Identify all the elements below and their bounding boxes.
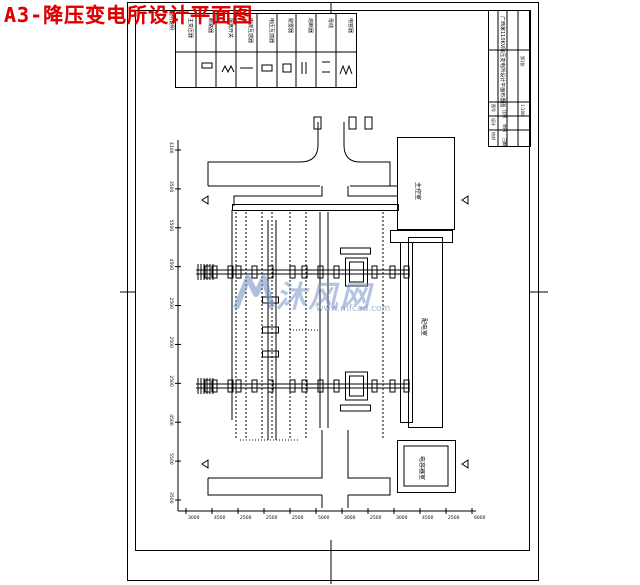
title-block-row-label: 校对 <box>491 132 497 140</box>
legend-item-label: 电容器 <box>347 18 354 33</box>
switchgear-unit <box>227 265 234 279</box>
dim-left-label: 2500 <box>168 298 174 310</box>
legend-table <box>175 13 357 88</box>
site-plan <box>177 116 476 512</box>
switchgear-unit <box>289 379 296 393</box>
dim-left-label: 3500 <box>168 492 174 504</box>
dim-bottom-label: 6000 <box>474 515 486 521</box>
switchgear-unit <box>301 265 308 279</box>
equipment-bays <box>196 212 410 441</box>
legend-item-label: 电压互感器 <box>268 18 275 43</box>
legend-labels: 图例说明 主变压器 断路器 隔离开关 电流互感器 电压互感器 避雷器 熔断器 母线 电容器 <box>168 10 354 43</box>
dim-bottom-label: 2500 <box>448 515 460 521</box>
dim-bottom-label: 2500 <box>370 515 382 521</box>
title-block-project: 广西某110KV降压变电所设计平面布置图 <box>499 16 506 107</box>
switchgear-unit <box>211 379 218 393</box>
title-block-row-label: 审核 <box>502 124 508 132</box>
title-block-row-label: 图号 <box>491 104 497 112</box>
dim-left-label: 4500 <box>168 414 174 426</box>
legend-item-label: 母线 <box>327 18 334 28</box>
bus-support <box>262 326 279 334</box>
sheet-border-inner <box>135 10 530 551</box>
switchgear-unit <box>389 265 396 279</box>
dim-bottom-label: 2500 <box>292 515 304 521</box>
dim-bottom-label: 4500 <box>422 515 434 521</box>
dim-left-label: 2500 <box>168 375 174 387</box>
legend-item-label: 熔断器 <box>307 18 314 33</box>
transformer-core <box>349 261 364 283</box>
dim-bottom-label: 5000 <box>318 515 330 521</box>
legend-item-label: 避雷器 <box>287 18 294 33</box>
dim-left-label: 5500 <box>168 453 174 465</box>
transformer-core <box>349 375 364 397</box>
legend-header: 图例说明 <box>168 10 175 30</box>
dim-bottom-label: 3000 <box>188 515 200 521</box>
switchgear-unit <box>371 379 378 393</box>
switchgear-unit <box>251 265 258 279</box>
dim-bottom-label: 3000 <box>396 515 408 521</box>
dim-left-label: 3500 <box>168 181 174 193</box>
dim-bottom-label: 3000 <box>344 515 356 521</box>
cable-trench <box>340 247 371 255</box>
legend-item-label: 电流互感器 <box>247 18 254 43</box>
title-block <box>488 10 531 147</box>
room-label-capacitor: 电容器室 <box>418 456 426 480</box>
capacitor-room <box>397 440 456 493</box>
switchgear-unit <box>227 379 234 393</box>
room-label-main-control: 主控室 <box>414 182 422 200</box>
dim-bottom-label: 4500 <box>214 515 226 521</box>
switchgear-unit <box>251 379 258 393</box>
transformer <box>345 371 368 401</box>
legend-item-label: 主变压器 <box>187 18 194 38</box>
main-control-room <box>397 137 455 230</box>
legend-item-label: 断路器 <box>207 18 214 33</box>
switchgear-unit <box>289 265 296 279</box>
distribution-room <box>408 237 443 428</box>
cable-trench <box>340 404 371 412</box>
legend-item-label: 隔离开关 <box>227 18 234 38</box>
switchgear-unit <box>333 379 340 393</box>
bus-support <box>262 350 279 358</box>
switchgear-unit <box>403 379 410 393</box>
switchgear-unit <box>301 379 308 393</box>
drawing-title: A3-降压变电所设计平面图 <box>4 3 254 27</box>
dim-left-label: 5500 <box>168 220 174 232</box>
switchgear-unit <box>389 379 396 393</box>
switchgear-unit <box>211 265 218 279</box>
dim-left-label: 4500 <box>168 259 174 271</box>
switchgear-unit <box>333 265 340 279</box>
transformer <box>345 257 368 287</box>
room-label-distribution: 配电室 <box>420 318 428 336</box>
dim-left-label: 4100 <box>168 142 174 154</box>
title-block-row-label: 比例 <box>502 110 508 118</box>
bottom-dimensions: 3000 4500 2500 2500 2500 5000 3000 2500 3000 4500… <box>185 508 486 521</box>
switchgear-unit <box>235 379 242 393</box>
title-block-sheet: 第1张 <box>520 56 526 67</box>
switchgear-unit <box>403 265 410 279</box>
switchgear-unit <box>235 265 242 279</box>
left-dimensions: 4100 3500 5500 4500 2500 2500 2500 4500 5500 3500 <box>168 142 181 504</box>
switchgear-unit <box>317 265 324 279</box>
sheet-border-outer <box>127 2 539 581</box>
title-block-row-label: 设计 <box>491 118 497 126</box>
title-block-row-label: 日期 <box>502 138 508 146</box>
title-block-scale: 1:100 <box>520 104 525 116</box>
switchgear-unit <box>317 379 324 393</box>
switchgear-unit <box>371 265 378 279</box>
dim-bottom-label: 2500 <box>266 515 278 521</box>
dim-left-label: 2500 <box>168 336 174 348</box>
dim-bottom-label: 2500 <box>240 515 252 521</box>
